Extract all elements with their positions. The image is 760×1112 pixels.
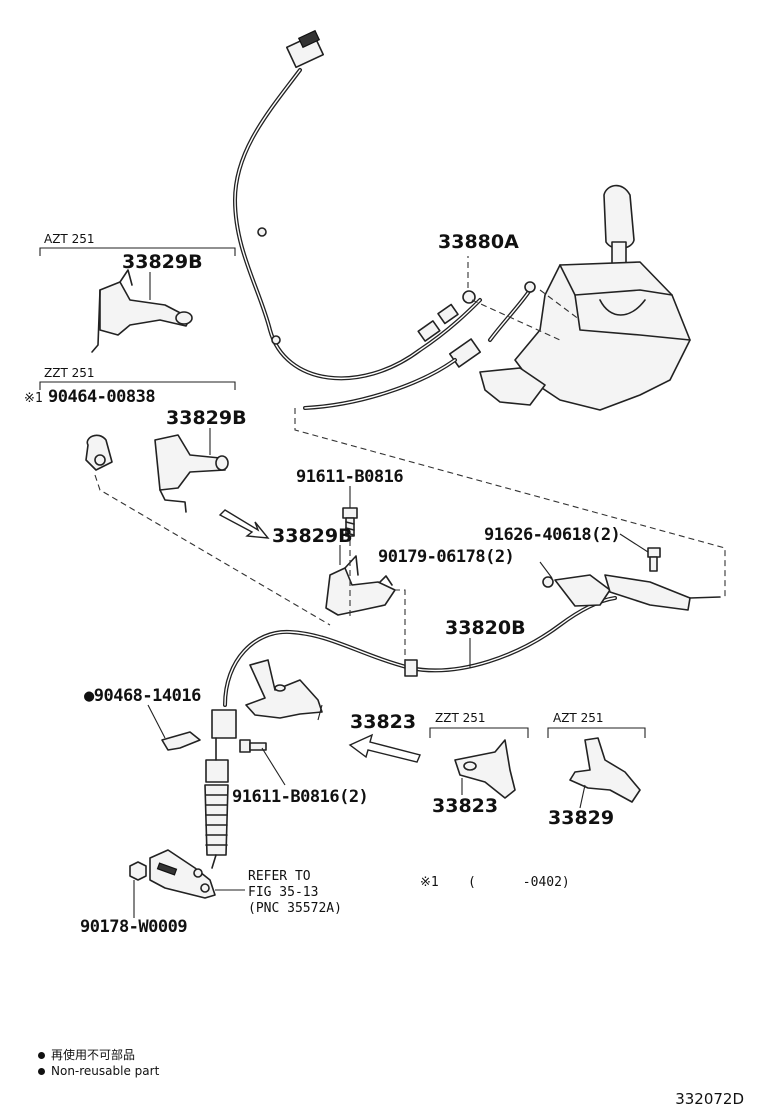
label-91611-top: 91611-B0816 xyxy=(296,467,403,487)
refer-line2: FIG 35-13 xyxy=(248,885,318,900)
label-90468: ●90468-14016 xyxy=(84,686,201,706)
clip-90464 xyxy=(85,434,113,471)
upper-cable xyxy=(232,29,482,381)
group-zzt-bottom: ZZT 251 xyxy=(429,711,529,738)
group-zzt-top: ZZT 251 xyxy=(39,366,236,390)
group-azt-bottom: AZT 251 xyxy=(547,711,646,738)
shift-lever-assembly xyxy=(303,184,691,411)
note-mark: ※1 xyxy=(24,391,43,406)
label-33829B-mid: 33829B xyxy=(272,525,353,547)
label-90464: 90464-00838 xyxy=(48,387,155,407)
label-33829B-zzt: 33829B xyxy=(166,407,247,429)
svg-text:AZT 251: AZT 251 xyxy=(44,232,94,246)
legend-text-jp: 再使用不可部品 xyxy=(51,1048,136,1062)
footnote-mark: ※1 xyxy=(420,875,439,890)
bolt-91611-top xyxy=(342,507,358,537)
label-33880A: 33880A xyxy=(438,231,519,253)
bracket-33829B-mid xyxy=(325,555,396,616)
refer-line1: REFER TO xyxy=(248,869,311,884)
label-33823-zzt: 33823 xyxy=(432,795,498,817)
nut-90178 xyxy=(129,861,147,881)
refer-line3: (PNC 35572A) xyxy=(248,901,342,916)
label-33829B-azt: 33829B xyxy=(122,251,203,273)
clip-90468 xyxy=(161,731,201,751)
svg-text:ZZT 251: ZZT 251 xyxy=(44,366,95,380)
label-33823: 33823 xyxy=(350,711,416,733)
label-91611-bottom: 91611-B0816(2) xyxy=(232,787,368,807)
bracket-33823 xyxy=(245,659,323,719)
label-90179: 90179-06178(2) xyxy=(378,547,514,567)
svg-text:ZZT 251: ZZT 251 xyxy=(435,711,486,725)
bracket-33829B-azt xyxy=(91,269,193,353)
bracket-33823-zzt xyxy=(454,739,516,799)
bracket-33829B-zzt xyxy=(154,434,229,513)
label-91626: 91626-40618(2) xyxy=(484,525,620,545)
legend-line-en: Non-reusable part xyxy=(38,1064,159,1078)
footnote-range: ( -0402) xyxy=(468,875,570,890)
label-90178: 90178-W0009 xyxy=(80,917,187,937)
legend-text-en: Non-reusable part xyxy=(51,1064,160,1078)
label-33820B: 33820B xyxy=(445,617,526,639)
label-33829-azt: 33829 xyxy=(548,807,614,829)
legend-line-jp: 再使用不可部品 xyxy=(38,1046,135,1063)
bullet-icon xyxy=(38,1068,45,1075)
bullet-icon xyxy=(38,1052,45,1059)
lower-cable-33820B xyxy=(223,547,721,707)
link-plate xyxy=(149,849,216,899)
group-azt-top: AZT 251 xyxy=(39,232,236,256)
bolt-91611-bottom xyxy=(239,739,267,753)
bracket-33829-azt xyxy=(569,737,641,803)
cable-end-lower xyxy=(204,709,237,869)
figure-code: 332072D xyxy=(675,1090,744,1108)
svg-text:AZT 251: AZT 251 xyxy=(553,711,603,725)
